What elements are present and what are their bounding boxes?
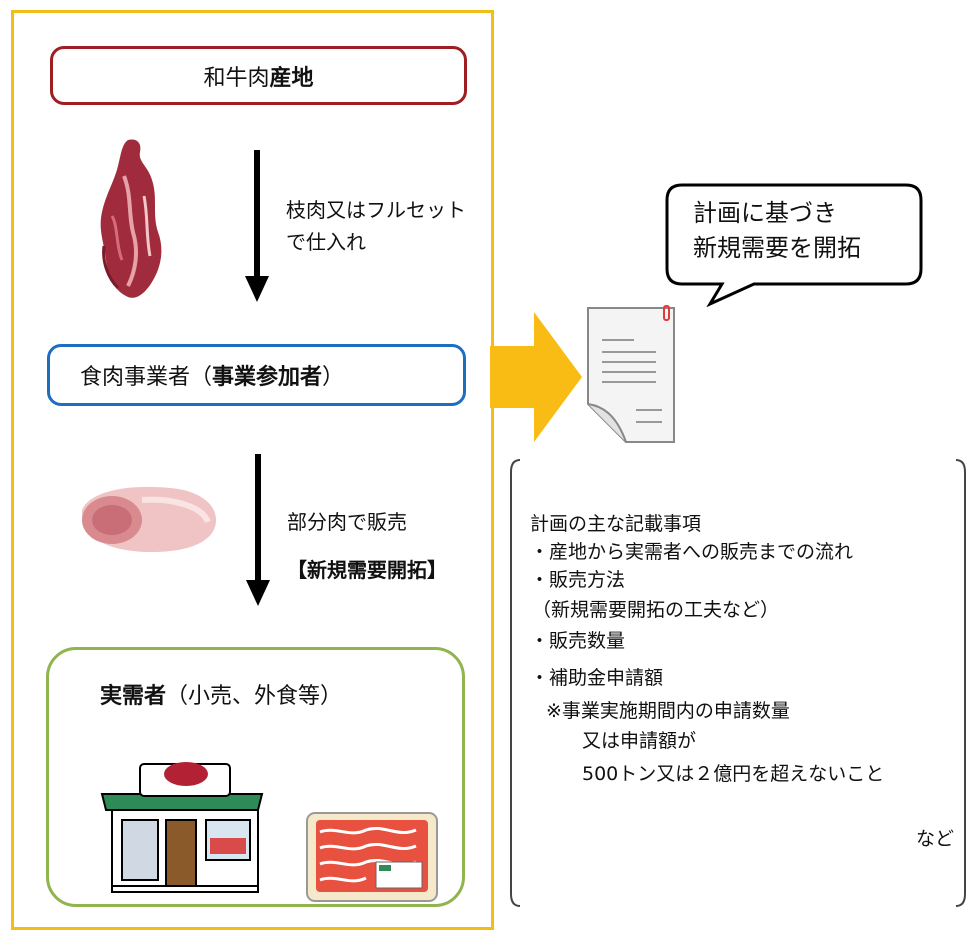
origin-label-bold: 産地 (269, 65, 314, 91)
big-arrow-right (490, 312, 582, 442)
plan-bracket (510, 459, 966, 907)
flow-arrow-down-1 (245, 150, 269, 302)
plan-item: ・販売数量 (530, 630, 626, 652)
beef-carcass-icon (100, 139, 162, 298)
plan-item: ※事業実施期間内の申請数量 (546, 700, 790, 722)
plan-item: ・販売方法 (530, 569, 626, 591)
document-icon (587, 305, 675, 443)
speech-bubble-text: 計画に基づき 新規需要を開拓 (693, 199, 861, 262)
arrow2-label: 部分肉で販売 【新規需要開拓】 (287, 510, 447, 582)
plan-item: 500トン又は２億円を超えないこと (582, 763, 885, 785)
speech-bubble-shape (665, 183, 923, 307)
plan-footer: など (916, 828, 955, 850)
origin-label: 和牛肉 (203, 65, 270, 91)
plan-item: ・産地から実需者への販売までの流れ (530, 541, 854, 563)
arrow1-label: 枝肉又はフルセット で仕入れ (286, 198, 466, 254)
buyer-label: 実需者（小売、外食等） (100, 684, 343, 709)
origin-box: 和牛肉産地 (50, 46, 467, 105)
shop-icon (100, 762, 264, 893)
meat-block-icon (81, 486, 216, 552)
plan-heading: 計画の主な記載事項 (530, 513, 702, 535)
plan-item: ・補助金申請額 (530, 667, 664, 689)
processor-box: 食肉事業者（事業参加者） (47, 344, 466, 406)
plan-item: （新規需要開拓の工夫など） (532, 599, 780, 621)
plan-item: 又は申請額が (582, 730, 697, 752)
flow-arrow-down-2 (246, 454, 270, 606)
packaged-meat-icon (306, 812, 438, 902)
